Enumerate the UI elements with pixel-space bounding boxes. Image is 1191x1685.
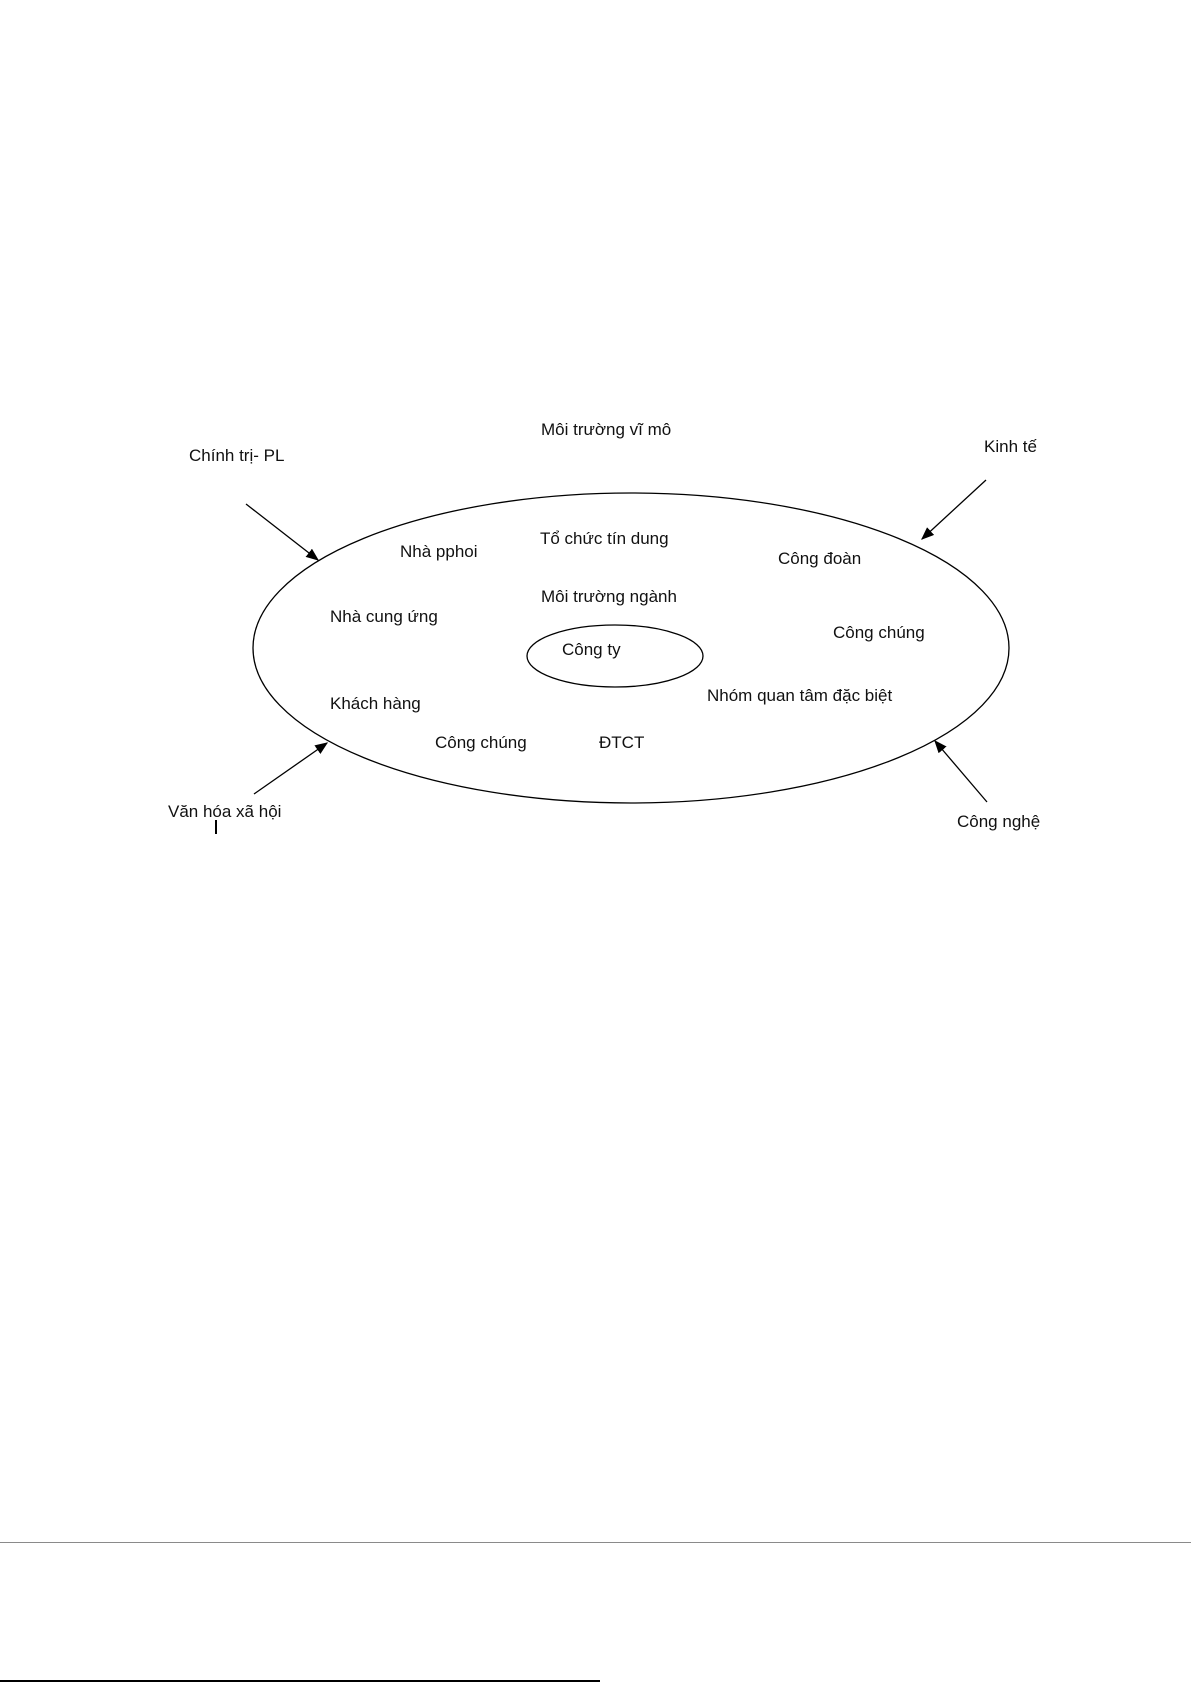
- force-culture-label: Văn hóa xã hội: [168, 802, 282, 821]
- actor-customers: Khách hàng: [330, 694, 421, 713]
- actor-special-interest-groups: Nhóm quan tâm đặc biệt: [707, 686, 893, 705]
- arrow-economy: [921, 479, 987, 540]
- actor-competitors: ĐTCT: [599, 733, 645, 752]
- force-politics-label: Chính trị- PL: [189, 446, 285, 465]
- company-label: Công ty: [562, 640, 621, 659]
- force-technology-label: Công nghệ: [957, 812, 1041, 831]
- bottom-edge-line: [0, 1680, 600, 1682]
- industry-environment-ellipse: [252, 492, 1010, 804]
- actor-distributors: Nhà pphoi: [400, 542, 478, 561]
- force-economy-label: Kinh tế: [984, 437, 1037, 456]
- arrow-culture: [253, 742, 329, 795]
- actor-suppliers: Nhà cung ứng: [330, 607, 438, 626]
- arrow-politics: [245, 503, 320, 561]
- actor-public-right: Công chúng: [833, 623, 925, 642]
- macro-environment-title: Môi trường vĩ mô: [541, 420, 672, 439]
- actor-credit-institutions: Tổ chức tín dung: [540, 529, 669, 548]
- page-divider: [0, 1542, 1191, 1543]
- company-ellipse: [526, 624, 704, 688]
- arrow-technology: [934, 740, 988, 803]
- actor-trade-union: Công đoàn: [778, 549, 862, 568]
- industry-environment-title: Môi trường ngành: [541, 587, 677, 606]
- actor-public-bottom: Công chúng: [435, 733, 527, 752]
